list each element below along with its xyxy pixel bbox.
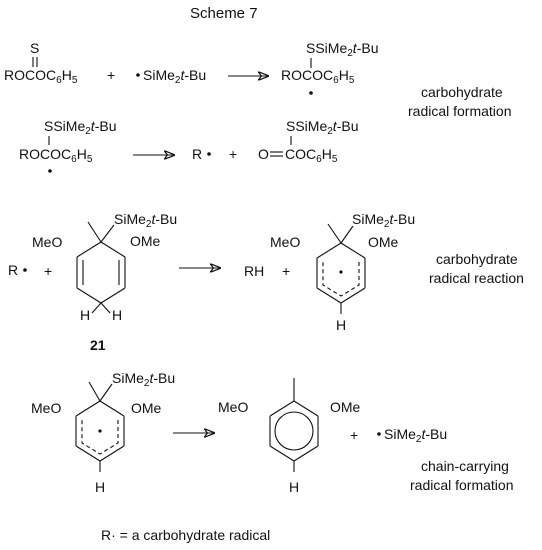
silyl-substituent: SiMe2t-Bu xyxy=(352,211,415,230)
caption-chain-1: chain-carrying xyxy=(421,458,509,474)
methoxy-right: OMe xyxy=(130,233,161,249)
product-RH: RH xyxy=(244,263,264,279)
radical-dot xyxy=(23,268,27,272)
radical-dot xyxy=(377,432,381,436)
silyl-substituent: SiMe2t-Bu xyxy=(112,370,175,389)
cyclohexadienyl-radical xyxy=(75,381,125,472)
reaction-3: R + SiMe2t-Bu MeO OMe H H 21 RH + xyxy=(8,211,415,353)
reaction-4: SiMe2t-Bu MeO OMe H MeO OMe H + SiMe2t-B… xyxy=(31,370,447,495)
hydrogen: H xyxy=(336,317,346,333)
thione-sulfur: S xyxy=(30,40,39,56)
methoxy-left: MeO xyxy=(31,400,61,416)
scheme-title: Scheme 7 xyxy=(190,5,258,22)
cyclohexadiene-21 xyxy=(76,221,126,314)
carbohydrate-radical-R: R xyxy=(192,146,202,162)
product-ssime: SSiMe2t-Bu xyxy=(286,118,358,137)
hydrogen-right: H xyxy=(112,307,122,323)
silyl-substituent: SiMe2t-Bu xyxy=(114,211,177,230)
carbohydrate-radical-R: R xyxy=(8,262,18,278)
cyclohexadienyl-radical xyxy=(316,223,366,314)
footnote: R· = a carbohydrate radical xyxy=(101,527,270,543)
plus-sign: + xyxy=(350,427,358,443)
plus-sign: + xyxy=(44,263,52,279)
reactant-radical: ROCOC6H5 xyxy=(19,146,93,165)
reaction-2: SSiMe2t-Bu ROCOC6H5 R + SSiMe2t-Bu O COC… xyxy=(19,118,358,173)
radical-dot xyxy=(48,169,52,173)
caption-formation-1: carbohydrate xyxy=(421,84,503,100)
compound-label-21: 21 xyxy=(90,337,106,353)
radical-dot xyxy=(207,152,211,156)
plus-sign: + xyxy=(282,263,290,279)
reactant-thiocarbonate: ROCOC6H5 xyxy=(4,67,78,86)
caption-chain-2: radical formation xyxy=(410,477,514,493)
hydrogen-left: H xyxy=(80,307,90,323)
product-oxo: O xyxy=(258,146,269,162)
plus-sign: + xyxy=(107,67,115,83)
reaction-1: S ROCOC6H5 + SiMe2t-Bu SSiMe2t-Bu ROCOC6… xyxy=(4,40,378,95)
hydrogen: H xyxy=(289,479,299,495)
caption-formation-2: radical formation xyxy=(408,103,512,119)
product-silyl-thio: SSiMe2t-Bu xyxy=(306,40,378,59)
silyl-radical: SiMe2t-Bu xyxy=(384,426,447,445)
caption-reaction-2: radical reaction xyxy=(429,270,524,286)
methoxy-left: MeO xyxy=(218,399,248,415)
aromatic-product xyxy=(269,378,319,472)
caption-reaction-1: carbohydrate xyxy=(436,251,518,267)
radical-dot xyxy=(309,91,313,95)
plus-sign: + xyxy=(229,146,237,162)
methoxy-right: OMe xyxy=(368,234,399,250)
hydrogen: H xyxy=(95,479,105,495)
product-thiocarbonate: COC6H5 xyxy=(285,146,338,165)
methoxy-left: MeO xyxy=(32,234,62,250)
methoxy-right: OMe xyxy=(330,399,361,415)
silyl-radical: SiMe2t-Bu xyxy=(143,67,206,86)
reactant-silyl-thio: SSiMe2t-Bu xyxy=(44,118,116,137)
product-radical: ROCOC6H5 xyxy=(281,67,355,86)
methoxy-right: OMe xyxy=(131,400,162,416)
radical-dot xyxy=(136,73,140,77)
methoxy-left: MeO xyxy=(270,234,300,250)
